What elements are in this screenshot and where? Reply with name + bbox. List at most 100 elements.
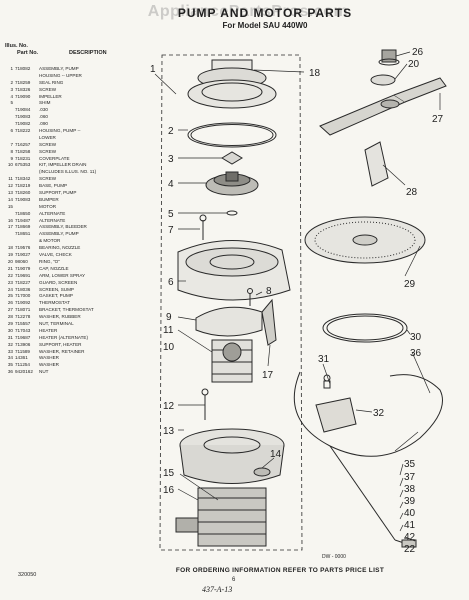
illus-no: 27 bbox=[7, 307, 13, 313]
part-no: 718650 bbox=[15, 210, 31, 216]
callout-6: 6 bbox=[168, 277, 174, 288]
model-subtitle: For Model SAU 440W0 bbox=[222, 21, 308, 30]
callout-4: 4 bbox=[168, 179, 174, 190]
callout-35: 35 bbox=[404, 459, 416, 470]
parts-row: 719084.030 bbox=[3, 107, 153, 114]
description: SCREEN, SUMP bbox=[39, 286, 74, 292]
description: COVERPLATE bbox=[39, 155, 70, 161]
callout-29: 29 bbox=[404, 279, 416, 290]
description: MOTOR bbox=[39, 203, 57, 209]
callout-10: 10 bbox=[163, 342, 175, 353]
illus-no: 34 bbox=[7, 355, 13, 361]
part-no: 718222 bbox=[15, 128, 31, 134]
description: HEATER bbox=[39, 327, 58, 333]
callout-7: 7 bbox=[168, 225, 174, 236]
document-number: 320050 bbox=[18, 572, 37, 578]
illus-no: 20 bbox=[7, 258, 13, 264]
callout-15: 15 bbox=[163, 468, 175, 479]
parts-row: & MOTOR bbox=[3, 238, 153, 245]
col-illus-no: Illus. No. bbox=[5, 43, 28, 49]
illus-no: 14 bbox=[7, 196, 13, 202]
callout-38: 38 bbox=[404, 484, 416, 495]
part-no: 718036 bbox=[15, 286, 31, 292]
parts-row: 719082.090 bbox=[3, 121, 153, 128]
callout-31: 31 bbox=[318, 354, 330, 365]
description: VALVE, CHECK bbox=[39, 252, 72, 258]
screen-guard bbox=[364, 141, 389, 187]
callout-12: 12 bbox=[163, 401, 175, 412]
illus-no: 25 bbox=[7, 293, 13, 299]
description: RING, "O" bbox=[39, 258, 60, 264]
description: HOUSING, PUMP -- bbox=[39, 128, 81, 134]
description: ARM, LOWER SPRAY bbox=[39, 272, 86, 278]
part-no: 719691 bbox=[15, 272, 31, 278]
illus-no: 22 bbox=[7, 272, 13, 278]
illus-no: 1 bbox=[10, 66, 13, 71]
illus-no: 30 bbox=[7, 327, 13, 333]
part-no: 719083 bbox=[15, 196, 31, 202]
col-part-no: Part No. bbox=[17, 50, 39, 56]
part-no: 716257 bbox=[15, 141, 31, 147]
illus-no: 15 bbox=[7, 203, 13, 209]
illus-no: 8 bbox=[10, 148, 13, 154]
description: BRACKET, THERMOSTAT bbox=[39, 307, 94, 313]
assembly-boundary bbox=[159, 54, 303, 551]
motor bbox=[175, 487, 267, 547]
callout-1: 1 bbox=[150, 64, 156, 75]
part-no: 719576 bbox=[15, 245, 31, 251]
part-no: 717000 bbox=[15, 293, 31, 299]
description: SEAL RING bbox=[39, 79, 64, 85]
part-no: 717043 bbox=[15, 327, 31, 333]
callout-9: 9 bbox=[166, 312, 172, 323]
illus-no: 11 bbox=[8, 176, 13, 182]
callout-30: 30 bbox=[410, 332, 422, 343]
part-no: 675353 bbox=[15, 162, 31, 168]
callout-3: 3 bbox=[168, 154, 174, 165]
callout-27: 27 bbox=[432, 114, 444, 125]
callout-20: 20 bbox=[408, 59, 420, 70]
illus-no: 9 bbox=[10, 155, 13, 161]
part-no: 719092 bbox=[15, 300, 31, 306]
illus-no: 26 bbox=[7, 300, 13, 306]
pump-housing-lower bbox=[177, 239, 291, 301]
parts-row: 15 MOTOR bbox=[3, 204, 153, 211]
callout-8: 8 bbox=[266, 286, 272, 297]
shim bbox=[226, 210, 238, 216]
illus-no: 2 bbox=[10, 79, 13, 85]
part-no: 9420162 bbox=[15, 369, 33, 375]
description: BEARING, NOZZLE bbox=[39, 245, 81, 251]
o-ring bbox=[370, 74, 396, 86]
callout-37: 37 bbox=[404, 472, 416, 483]
illus-no: 36 bbox=[7, 369, 13, 375]
description: HOUSING -- UPPER bbox=[39, 72, 82, 78]
heater-support bbox=[315, 397, 357, 433]
callout-39: 39 bbox=[404, 496, 416, 507]
callout-13: 13 bbox=[163, 426, 175, 437]
bumper bbox=[253, 467, 271, 477]
impeller-drain-kit bbox=[211, 339, 253, 383]
description: ASSEMBLY, PUMP bbox=[39, 66, 79, 71]
pump-gasket bbox=[322, 313, 408, 343]
part-no: 98060 bbox=[15, 258, 28, 264]
heater bbox=[293, 371, 443, 541]
illus-no: 24 bbox=[7, 286, 13, 292]
part-no: 718342 bbox=[15, 176, 31, 182]
illus-no: 21 bbox=[7, 265, 13, 271]
description: BASE, PUMP bbox=[39, 183, 68, 189]
part-no: 719027 bbox=[15, 252, 31, 258]
impeller bbox=[205, 171, 259, 196]
illus-no: 18 bbox=[7, 245, 13, 251]
